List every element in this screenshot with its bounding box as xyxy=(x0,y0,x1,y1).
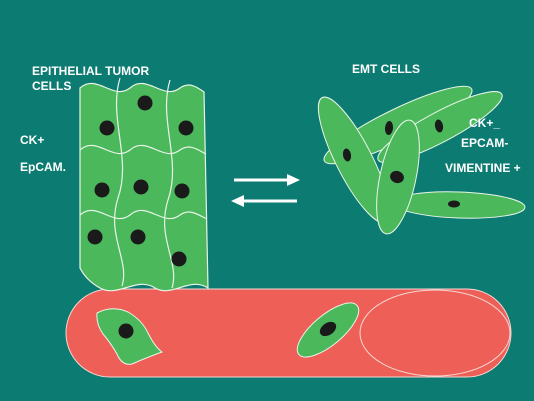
circulating-epithelial-cell xyxy=(96,308,164,365)
vessel-lumen-outline xyxy=(359,289,511,377)
emt-nuclei xyxy=(342,119,460,208)
emt-cells xyxy=(317,85,526,235)
arrow-left-icon xyxy=(231,195,297,207)
arrow-right-icon xyxy=(234,174,300,186)
epithelial-title-line1: EPITHELIAL TUMOR xyxy=(32,64,149,78)
emt-ck-label: CK+_ xyxy=(469,116,500,130)
vessel-body xyxy=(65,288,512,378)
nucleus xyxy=(118,323,134,339)
epithelial-tumor-cells xyxy=(79,77,209,292)
emt-title: EMT CELLS xyxy=(352,62,420,76)
blood-vessel xyxy=(65,288,512,378)
emt-epcam-label: EPCAM- xyxy=(461,136,508,150)
circulating-emt-cell xyxy=(296,302,360,358)
ck-plus-label: CK+ xyxy=(20,133,44,147)
epithelial-title-line2: CELLS xyxy=(32,79,71,93)
nucleus xyxy=(319,321,337,337)
epithelial-nuclei xyxy=(87,95,194,267)
emt-vimentine-label: VIMENTINE + xyxy=(445,161,521,175)
epcam-label: EpCAM. xyxy=(20,160,66,174)
